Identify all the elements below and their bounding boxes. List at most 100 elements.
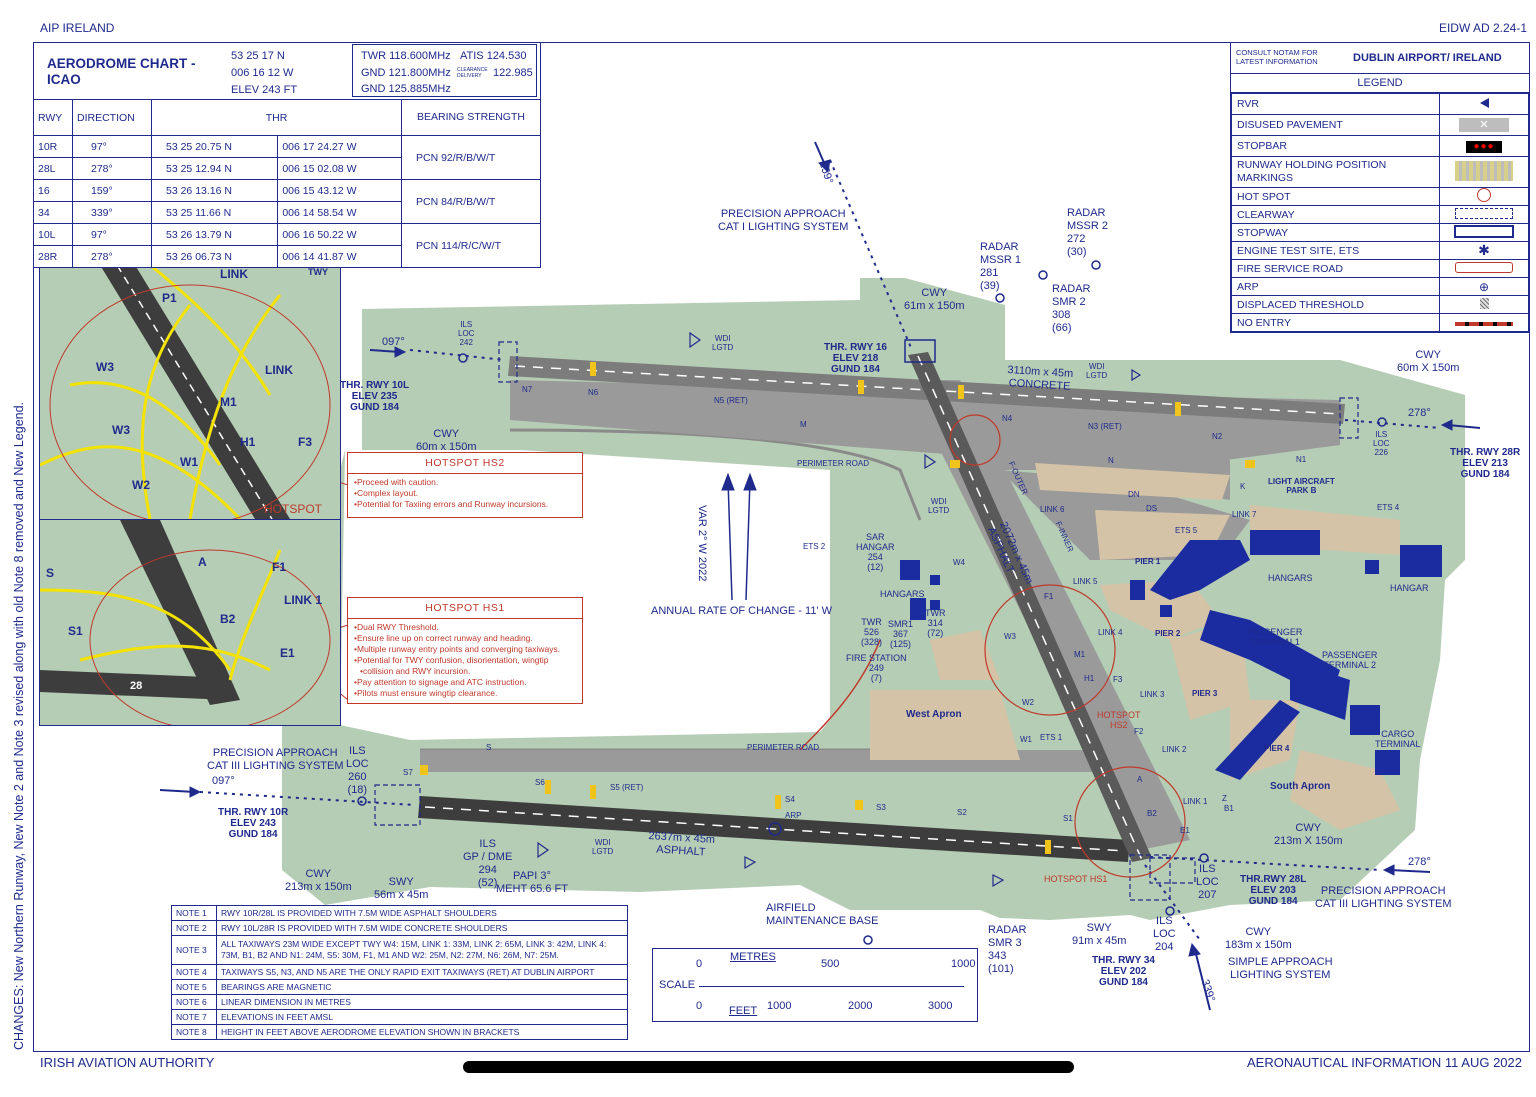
hs1-item: Multiple runway entry points and converg… xyxy=(354,644,582,655)
scale-ft-3000: 3000 xyxy=(928,1000,953,1012)
twy-f3: F3 xyxy=(1113,675,1123,684)
runway-10r-28l xyxy=(418,796,1130,862)
legend-stopbar: STOPBAR xyxy=(1231,135,1440,157)
direction-arrows xyxy=(159,141,1481,1011)
inset-bot-b2: B2 xyxy=(220,612,236,626)
arp-label: ARP xyxy=(785,811,802,820)
scale-metres-label: METRES xyxy=(730,951,776,963)
hs1-item: Dual RWY Threshold. xyxy=(354,622,582,633)
inset-top-link-b: LINK xyxy=(265,363,293,377)
ets4-label: ETS 4 xyxy=(1377,503,1400,512)
inset-top-m1: M1 xyxy=(220,395,237,409)
magnetic-variation: VAR 2° W 2022 xyxy=(696,505,708,582)
hangar-label: HANGAR xyxy=(1390,583,1429,593)
holding-positions xyxy=(420,362,1255,854)
twy-m1: M1 xyxy=(1074,650,1086,659)
frequency-box: TWR 118.600MHz ATIS 124.530 GND 121.800M… xyxy=(352,44,537,97)
legend-arp: ARP xyxy=(1231,277,1440,296)
hotspot-hs1-circle xyxy=(1074,766,1186,878)
stopway-icon xyxy=(1454,224,1514,238)
twy-s1: S1 xyxy=(1063,814,1073,823)
bearing-097-north: 097° xyxy=(382,336,405,348)
inset-bot-s: S xyxy=(46,566,55,580)
twy-s: S xyxy=(486,743,492,752)
inset-top-p1: P1 xyxy=(162,291,177,305)
bearing-097-south: 097° xyxy=(212,775,235,787)
chart-title: AERODROME CHART -ICAO xyxy=(47,56,196,87)
twy-link6: LINK 6 xyxy=(1040,505,1065,514)
twy-f1: F1 xyxy=(1044,592,1054,601)
pier1-label: PIER 1 xyxy=(1135,557,1161,566)
twy-z: Z xyxy=(1222,794,1227,803)
twy-link4: LINK 4 xyxy=(1098,628,1123,637)
bearing-278-north: 278° xyxy=(1408,407,1431,419)
ets1-label: ETS 1 xyxy=(1040,733,1063,742)
inset-top-h1: H1 xyxy=(240,435,256,449)
twy-w3: W3 xyxy=(1004,632,1016,641)
legend-ets: ENGINE TEST SITE, ETS xyxy=(1231,241,1440,260)
legend-fire-road: FIRE SERVICE ROAD xyxy=(1231,259,1440,278)
twy-w2: W2 xyxy=(1022,698,1034,707)
inset-top-w3a: W3 xyxy=(96,360,114,374)
hs1-item: Ensure line up on correct runway and hea… xyxy=(354,633,582,644)
scale-m-0: 0 xyxy=(696,958,703,970)
hs1-title: HOTSPOT HS1 xyxy=(348,598,582,619)
twy-s6: S6 xyxy=(535,778,545,787)
twy-link2: LINK 2 xyxy=(1162,745,1187,754)
col-thr: THR xyxy=(151,99,402,136)
fire-service-road-icon xyxy=(1455,261,1513,273)
scale-m-500: 500 xyxy=(821,958,840,970)
wdi-triangles xyxy=(537,331,1142,888)
scale-ft-1000: 1000 xyxy=(767,1000,792,1012)
inset-top-w2: W2 xyxy=(132,478,150,492)
hotspot-hs2-circle xyxy=(984,584,1116,716)
col-bearing-strength: BEARING STRENGTH xyxy=(401,99,541,136)
home-indicator-bar[interactable] xyxy=(463,1061,1074,1073)
twy-h1: H1 xyxy=(1084,674,1095,683)
perimeter-road-south: PERIMETER ROAD xyxy=(747,743,820,752)
twy-ds: DS xyxy=(1146,504,1158,513)
gnd-frequency-1: GND 121.800MHz xyxy=(361,67,451,79)
bearing-278-south: 278° xyxy=(1408,856,1431,868)
inset-bot-28: 28 xyxy=(130,680,143,692)
terminal-buildings xyxy=(900,530,1442,780)
hotspot-hs1-label: HOTSPOT HS1 xyxy=(1044,874,1108,884)
airport-name: DUBLIN AIRPORT/ IRELAND xyxy=(1353,52,1502,64)
header-left: AIP IRELAND xyxy=(40,21,115,35)
pier2-label: PIER 2 xyxy=(1155,629,1181,638)
twy-link1: LINK 1 xyxy=(1183,797,1208,806)
footer-left: IRISH AVIATION AUTHORITY xyxy=(40,1055,215,1070)
twy-link7: LINK 7 xyxy=(1232,510,1257,519)
twy-f2: F2 xyxy=(1134,727,1144,736)
scale-m-1000: 1000 xyxy=(951,958,976,970)
col-rwy: RWY xyxy=(33,99,73,136)
inset-top-twy: TWY xyxy=(308,267,328,277)
page-frame xyxy=(33,42,1530,1052)
twy-dn: DN xyxy=(1128,490,1140,499)
inset-top-link-a: LINK xyxy=(220,267,248,281)
